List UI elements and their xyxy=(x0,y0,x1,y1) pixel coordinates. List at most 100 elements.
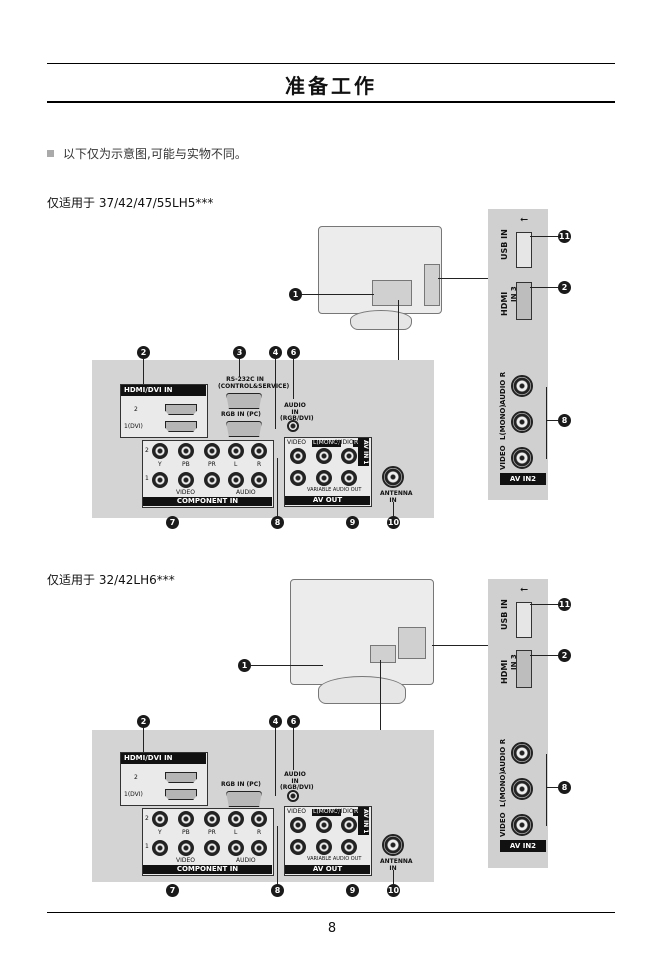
av-out-jack[interactable] xyxy=(316,470,332,486)
leader-line xyxy=(277,458,278,516)
av-in1-jack[interactable] xyxy=(316,817,332,833)
av-out-jack[interactable] xyxy=(290,470,306,486)
leader-line xyxy=(546,387,547,459)
leader-line xyxy=(251,665,323,666)
component-jack[interactable] xyxy=(204,811,220,827)
component-jack[interactable] xyxy=(204,443,220,459)
component-jack[interactable] xyxy=(178,443,194,459)
hdmi-port-1[interactable] xyxy=(165,789,197,800)
comp-col-label: Y xyxy=(158,829,162,836)
rs232c-port[interactable] xyxy=(226,393,262,409)
audio-label: AUDIO xyxy=(236,857,256,864)
hdmi-port-2[interactable] xyxy=(165,404,197,415)
component-jack[interactable] xyxy=(152,840,168,856)
av-in1-col: AUDIO xyxy=(334,808,354,815)
av-out-jack[interactable] xyxy=(316,839,332,855)
av-in1-jack[interactable] xyxy=(290,817,306,833)
component-jack[interactable] xyxy=(152,811,168,827)
page-number: 8 xyxy=(327,921,337,936)
usb-icon: ⭠ xyxy=(520,584,528,595)
component-jack[interactable] xyxy=(228,811,244,827)
antenna-jack[interactable] xyxy=(382,466,404,488)
hdmi-port-1-label: 1(DVI) xyxy=(124,791,143,798)
hdmi-in3-port[interactable] xyxy=(516,282,532,320)
leader-line xyxy=(546,754,547,826)
callout-9: 9 xyxy=(346,516,359,529)
component-jack[interactable] xyxy=(178,472,194,488)
component-jack[interactable] xyxy=(178,811,194,827)
av-in1-col: L(MONO) xyxy=(312,808,342,816)
component-jack[interactable] xyxy=(228,840,244,856)
video-label: VIDEO xyxy=(176,857,196,864)
callout-7: 7 xyxy=(166,884,179,897)
av-in1-col: VIDEO xyxy=(287,439,307,446)
leader-line xyxy=(530,655,558,656)
callout-9: 9 xyxy=(346,884,359,897)
av-in2-audio-r-jack[interactable] xyxy=(511,742,533,764)
av-out-label: AV OUT xyxy=(285,496,370,505)
component-jack[interactable] xyxy=(204,840,220,856)
leader-line xyxy=(398,300,399,362)
hdmi-dvi-in-label: /DVI IN xyxy=(145,386,173,394)
leader-line xyxy=(546,420,558,421)
component-jack[interactable] xyxy=(152,443,168,459)
component-jack[interactable] xyxy=(228,472,244,488)
hdmi-port-1[interactable] xyxy=(165,421,197,432)
title-rule xyxy=(47,101,615,103)
component-jack[interactable] xyxy=(178,840,194,856)
component-jack[interactable] xyxy=(251,472,267,488)
rgb-in-port[interactable] xyxy=(226,791,262,807)
hdmi-header: HDMI/DVI IN xyxy=(121,385,206,396)
l-mono-label: L(MONO) xyxy=(499,771,507,807)
av-in1-jack[interactable] xyxy=(316,448,332,464)
component-jack[interactable] xyxy=(251,811,267,827)
hdmi-in3-label: IN 3 xyxy=(510,654,518,670)
av-in1-jack[interactable] xyxy=(341,448,357,464)
av-in1-jack[interactable] xyxy=(290,448,306,464)
component-jack[interactable] xyxy=(251,840,267,856)
audio-in-jack[interactable] xyxy=(287,420,299,432)
av-out-jack[interactable] xyxy=(341,839,357,855)
callout-6: 6 xyxy=(287,715,300,728)
av-out-jack[interactable] xyxy=(290,839,306,855)
rgb-in-label: RGB IN (PC) xyxy=(221,781,261,788)
av-in2-video-jack[interactable] xyxy=(511,447,533,469)
comp-col-label: PB xyxy=(182,461,190,468)
av-out-jack[interactable] xyxy=(341,470,357,486)
av-out-label: AV OUT xyxy=(285,865,370,874)
l-mono-label: L(MONO) xyxy=(499,404,507,440)
callout-2-side: 2 xyxy=(558,281,571,294)
component-jack[interactable] xyxy=(204,472,220,488)
hdmi-in3-logo: HDMI xyxy=(500,291,509,316)
component-jack[interactable] xyxy=(251,443,267,459)
callout-8: 8 xyxy=(271,884,284,897)
audio-in-jack[interactable] xyxy=(287,790,299,802)
component-jack[interactable] xyxy=(152,472,168,488)
callout-8-side: 8 xyxy=(558,414,571,427)
usb-port[interactable] xyxy=(516,602,532,638)
av-in1-col: R xyxy=(353,439,360,447)
usb-port[interactable] xyxy=(516,232,532,268)
video-label: VIDEO xyxy=(176,489,196,496)
leader-line xyxy=(438,278,488,279)
section2-label: 仅适用于 32/42LH6*** xyxy=(47,573,175,587)
hdmi-logo: HDMI xyxy=(124,754,146,762)
av-in2-audio-l-jack[interactable] xyxy=(511,778,533,800)
av-in2-audio-l-jack[interactable] xyxy=(511,411,533,433)
comp-col-label: L xyxy=(234,461,238,468)
hdmi-port-2[interactable] xyxy=(165,772,197,783)
antenna-in-label: ANTENNA IN xyxy=(380,858,413,872)
av-in2-video-jack[interactable] xyxy=(511,814,533,836)
antenna-jack[interactable] xyxy=(382,834,404,856)
av-in2-audio-r-jack[interactable] xyxy=(511,375,533,397)
hdmi-in3-label: IN 3 xyxy=(510,286,518,302)
hdmi-in3-port[interactable] xyxy=(516,650,532,688)
callout-2: 2 xyxy=(137,715,150,728)
callout-4: 4 xyxy=(269,346,282,359)
comp-col-label: PR xyxy=(208,461,216,468)
av-in1-jack[interactable] xyxy=(341,817,357,833)
leader-line xyxy=(530,236,558,237)
component-jack[interactable] xyxy=(228,443,244,459)
top-rule xyxy=(47,63,615,64)
rgb-in-port[interactable] xyxy=(226,421,262,437)
